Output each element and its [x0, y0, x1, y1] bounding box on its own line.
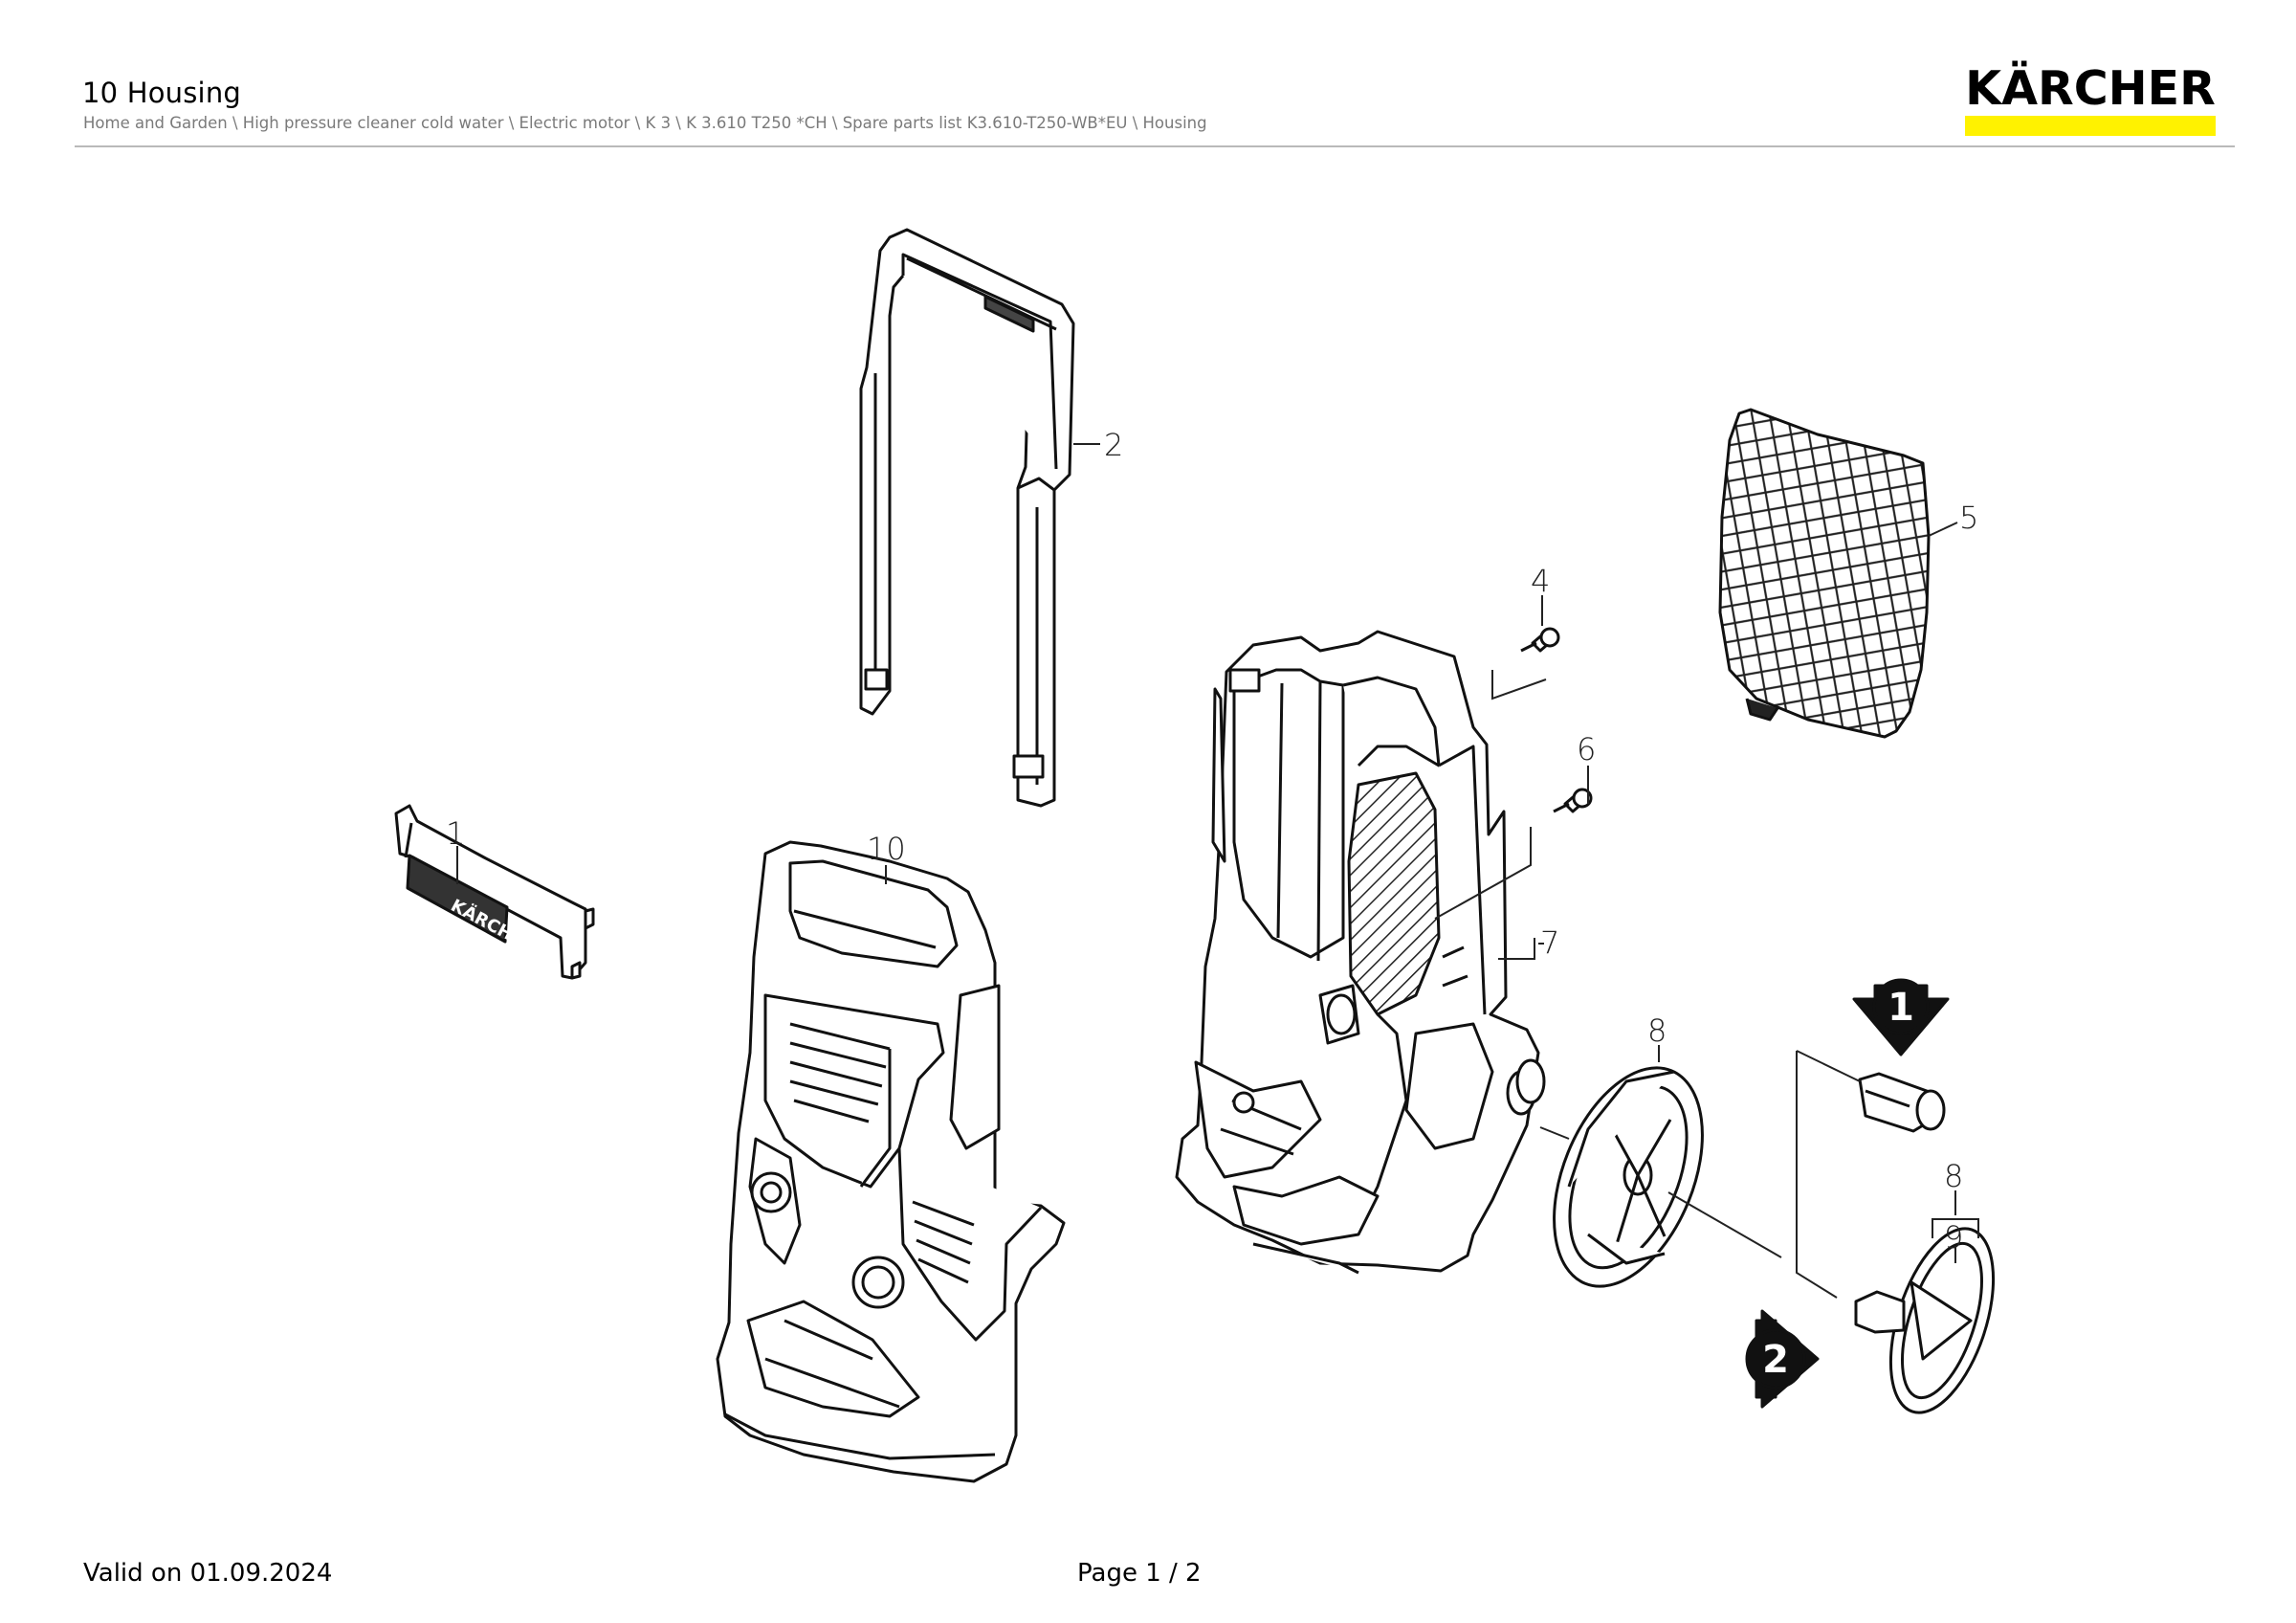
badge-2-label: 2 [1762, 1338, 1789, 1382]
callout-9: 9 [1944, 1219, 1963, 1256]
callout-2: 2 [1104, 427, 1123, 463]
part-6-screw [1553, 788, 1593, 813]
part-1-badge: KÄRCHER [394, 804, 595, 980]
part-10-front-shell [716, 840, 1066, 1483]
valid-on-date: Valid on 01.09.2024 [83, 1559, 333, 1588]
callout-10: 10 [867, 831, 906, 867]
brand-yellow-bar [1965, 116, 2216, 136]
callout-5: 5 [1959, 500, 1978, 536]
brand-logo: KÄRCHER [1963, 61, 2218, 136]
callout-4: 4 [1531, 563, 1550, 599]
part-8-axle-detail [1858, 1072, 1946, 1133]
header-divider [75, 145, 2235, 147]
callout-7: 7 [1540, 924, 1559, 961]
badge-1-arrow: 1 [1852, 978, 1950, 1056]
part-5-mesh-bag [1718, 408, 1931, 739]
badge-1-label: 1 [1888, 986, 1914, 1030]
part-2-handle [859, 228, 1075, 808]
part-4-screw [1520, 627, 1560, 653]
breadcrumb: Home and Garden \ High pressure cleaner … [83, 114, 1207, 132]
part-8-wheel [1553, 1066, 1704, 1288]
callout-6: 6 [1577, 731, 1596, 767]
callout-8-detail: 8 [1944, 1158, 1963, 1194]
brand-wordmark: KÄRCHER [1965, 61, 2216, 116]
callout-8: 8 [1647, 1012, 1667, 1049]
callout-1: 1 [446, 815, 465, 852]
exploded-parts-diagram: KÄRCHER [394, 228, 1996, 1483]
part-7-rear-housing [1175, 630, 1546, 1275]
page-title: 10 Housing [82, 77, 242, 109]
part-9-hubcap [1854, 1227, 1996, 1414]
page-number: Page 1 / 2 [1077, 1559, 1202, 1588]
badge-2-arrow: 2 [1745, 1309, 1820, 1409]
